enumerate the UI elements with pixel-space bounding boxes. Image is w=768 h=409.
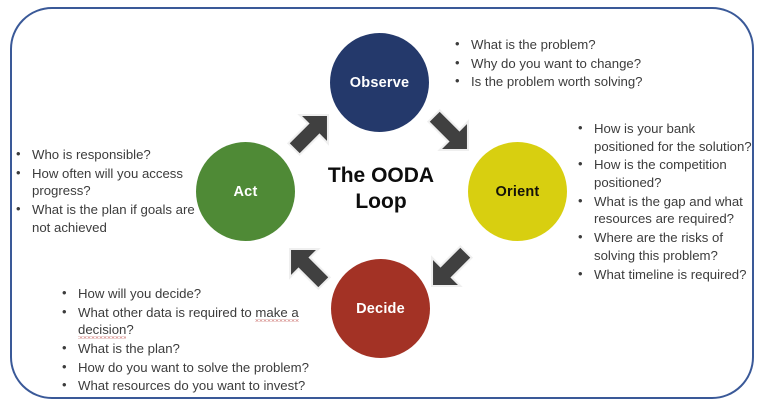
list-item: What is the plan? [62,339,352,358]
bullets-act: Who is responsible? How often will you a… [16,145,196,237]
list-item: Who is responsible? [16,145,196,164]
list-item: What timeline is required? [578,265,756,284]
node-decide-label: Decide [356,300,405,317]
list-item: Why do you want to change? [455,54,690,73]
list-item: How often will you access progress? [16,164,196,200]
text-prefix: What other data is required to [78,304,256,320]
node-act-label: Act [233,183,258,200]
arrow-orient-to-decide-icon [412,232,486,306]
bullets-orient: How is your bank positioned for the solu… [578,119,756,284]
node-observe-label: Observe [349,74,410,91]
bullets-decide: How will you decide? What other data is … [62,284,352,396]
list-item: How is your bank positioned for the solu… [578,119,756,155]
list-item: How is the competition positioned? [578,155,756,191]
list-item-misspelled: What other data is required to make a de… [62,303,352,339]
node-orient-label: Orient [495,183,540,200]
list-item: Where are the risks of solving this prob… [578,228,756,264]
arrow-act-to-observe-icon [274,95,348,169]
node-observe[interactable]: Observe [330,33,429,132]
list-item: What is the gap and what resources are r… [578,192,756,228]
arrow-decide-to-act-icon [270,229,344,303]
list-item: What resources do you want to invest? [62,376,352,395]
diagram-title: The OODA Loop [327,164,435,213]
list-item: How will you decide? [62,284,352,303]
node-act[interactable]: Act [196,142,295,241]
node-orient[interactable]: Orient [468,142,567,241]
list-item: What is the problem? [455,35,690,54]
list-item: How do you want to solve the problem? [62,358,352,377]
text-suffix: ? [126,322,134,338]
bullets-observe: What is the problem? Why do you want to … [455,35,690,92]
list-item: Is the problem worth solving? [455,72,690,91]
arrow-observe-to-orient-icon [414,96,488,170]
list-item: What is the plan if goals are not achiev… [16,200,196,236]
